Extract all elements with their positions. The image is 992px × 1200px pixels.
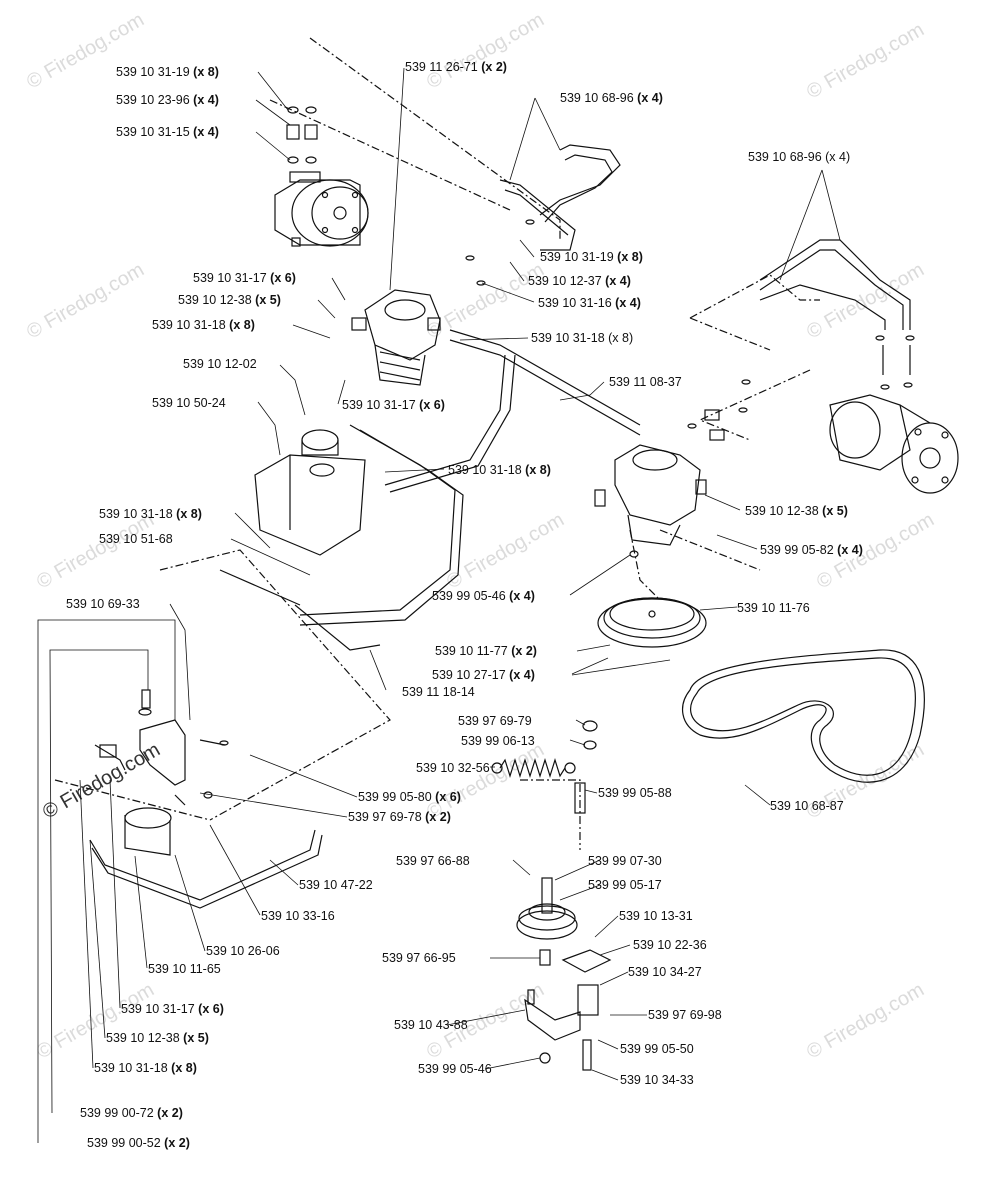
oil-tank [254,429,366,556]
part-label: 539 99 05-88 [598,786,672,800]
main-hose [219,329,641,651]
part-label: 539 10 31-16 (x 4) [538,296,641,310]
filter-hose [89,829,323,909]
part-label: 539 10 12-38 (x 5) [178,293,281,307]
part-label: 539 10 51-68 [99,532,173,546]
leader-lines [37,67,841,1143]
part-label: 539 10 31-18 (x 8) [531,331,634,345]
part-label: 539 10 12-38 (x 5) [106,1031,209,1045]
part-label: 539 99 05-50 [620,1042,694,1056]
part-label: 539 99 05-80 (x 6) [358,790,461,804]
center-pump-assembly [351,289,441,386]
part-label: 539 10 68-96 (x 4) [748,150,851,164]
part-label: 539 99 05-17 [588,878,662,892]
part-label: 539 97 66-95 [382,951,456,965]
part-label: 539 97 69-98 [648,1008,722,1022]
part-label: 539 11 26-71 (x 2) [405,60,507,74]
part-label: 539 97 69-79 [458,714,532,728]
part-label: 539 10 11-76 [737,601,810,615]
part-label: 539 99 05-82 (x 4) [760,543,863,557]
left-motor-fittings [286,106,318,164]
upper-hydraulic-lines [499,144,621,251]
part-label: 539 10 31-18 (x 8) [448,463,551,477]
part-label: 539 11 08-37 [609,375,682,389]
part-label: 539 10 68-87 [770,799,844,813]
left-wheel-motor [274,171,369,247]
idler-assembly [516,877,612,1071]
part-label: 539 10 31-19 (x 8) [540,250,643,264]
o-ring-markers [203,219,915,799]
section-outline [54,37,820,850]
part-label: 539 10 12-02 [183,357,257,371]
part-label: 539 10 12-37 (x 4) [528,274,631,288]
part-label: 539 10 47-22 [299,878,373,892]
part-label: 539 99 05-46 [418,1062,492,1076]
part-label: 539 10 11-77 (x 2) [435,644,537,658]
part-label: 539 10 13-31 [619,909,693,923]
right-hydraulic-lines [759,239,911,375]
right-wheel-motor [829,394,959,494]
part-label: 539 10 31-18 (x 8) [94,1061,197,1075]
filter-assembly [94,689,226,856]
drive-belt [682,649,925,783]
part-label: 539 99 05-46 (x 4) [432,589,535,603]
part-label: 539 99 06-13 [461,734,535,748]
part-label: 539 10 43-88 [394,1018,468,1032]
part-label: 539 10 31-17 (x 6) [121,1002,224,1016]
part-label: 539 10 31-17 (x 6) [193,271,296,285]
part-label: 539 97 66-88 [396,854,470,868]
part-label: 539 10 68-96 (x 4) [560,91,663,105]
part-label: 539 10 34-27 [628,965,702,979]
part-label: 539 10 50-24 [152,396,226,410]
right-pump-assembly [594,409,725,546]
part-label: 539 99 00-72 (x 2) [80,1106,183,1120]
part-label: 539 10 22-36 [633,938,707,952]
part-label: 539 99 00-52 (x 2) [87,1136,190,1150]
part-label: 539 10 31-18 (x 8) [99,507,202,521]
part-label: 539 10 31-18 (x 8) [152,318,255,332]
part-label: 539 10 31-15 (x 4) [116,125,219,139]
pulley-large [597,597,707,648]
part-label: 539 10 69-33 [66,597,140,611]
part-label: 539 10 23-96 (x 4) [116,93,219,107]
part-label: 539 10 26-06 [206,944,280,958]
part-label: 539 97 69-78 (x 2) [348,810,451,824]
part-label: 539 99 07-30 [588,854,662,868]
part-label: 539 11 18-14 [402,685,475,699]
part-label: 539 10 31-19 (x 8) [116,65,219,79]
part-label: 539 10 32-56 [416,761,490,775]
part-label: 539 10 34-33 [620,1073,694,1087]
part-label: 539 10 11-65 [148,962,221,976]
part-label: 539 10 27-17 (x 4) [432,668,535,682]
part-label: 539 10 31-17 (x 6) [342,398,445,412]
part-label: 539 10 12-38 (x 5) [745,504,848,518]
part-label: 539 10 33-16 [261,909,335,923]
